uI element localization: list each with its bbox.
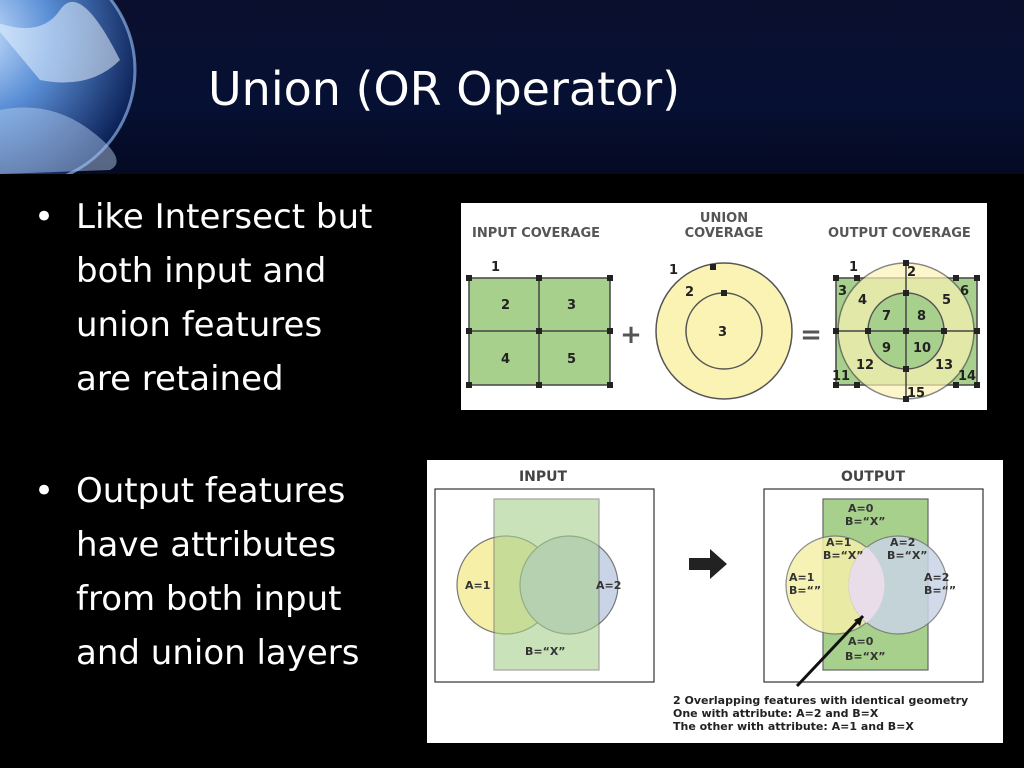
plus-sign: +	[620, 320, 642, 350]
output-label-13: 13	[935, 358, 953, 373]
input-label-5: 5	[567, 352, 576, 367]
bullet-line: Output features	[76, 471, 346, 511]
output-right-a-label: A=2	[924, 571, 949, 584]
output-coverage-overlay: 1 2 3 4 5 6 7 8 9 10 11 12 13 14 15	[832, 260, 980, 402]
bullet-dot-icon: •	[34, 197, 55, 237]
output-label-4: 4	[858, 293, 867, 308]
input-coverage-grid: 1 2 3 4 5	[466, 260, 613, 388]
union-coverage-circles: 1 2 3	[655, 262, 793, 400]
union-attribute-diagram: INPUT OUTPUT A=1 A=2 B=“X” A=0	[427, 460, 1003, 743]
output-label-11: 11	[832, 369, 850, 384]
pointer-arrowhead-icon	[854, 616, 863, 626]
output-mid-right-a-label: A=2	[890, 536, 915, 549]
output-left-a-label: A=1	[789, 571, 814, 584]
bullet-list: • Like Intersect but both input and unio…	[30, 190, 430, 722]
output-label-10: 10	[913, 341, 931, 356]
output-mid-left-a-label: A=1	[826, 536, 851, 549]
bullet-line: are retained	[76, 359, 284, 399]
output-label-7: 7	[882, 309, 891, 324]
union-label-line1: UNION	[700, 211, 748, 226]
bullet-line: union features	[76, 305, 323, 345]
note-line-1: 2 Overlapping features with identical ge…	[673, 694, 968, 707]
input-a1-label: A=1	[465, 579, 490, 592]
bullet-line: have attributes	[76, 525, 337, 565]
input-b-label: B=“X”	[525, 645, 566, 658]
input-label-2: 2	[501, 298, 510, 313]
pointer-arrow	[795, 614, 865, 688]
input-panel: A=1 A=2 B=“X”	[434, 488, 655, 683]
union-coverage-diagram: INPUT COVERAGE UNION COVERAGE OUTPUT COV…	[461, 203, 987, 410]
union-label-3: 3	[718, 325, 727, 340]
bullet-line: Like Intersect but	[76, 197, 373, 237]
output-label-1: 1	[849, 260, 858, 275]
output-mid-right-b-label: B=“X”	[887, 549, 928, 562]
arrow-right-icon	[689, 549, 727, 579]
output-top-b-label: B=“X”	[845, 515, 886, 528]
output-left-b-label: B=“”	[789, 584, 821, 597]
slide-title: Union (OR Operator)	[208, 62, 681, 116]
bullet-line: from both input	[76, 579, 342, 619]
output-bottom-b-label: B=“X”	[845, 650, 886, 663]
input-label-3: 3	[567, 298, 576, 313]
equals-sign: =	[800, 320, 822, 350]
output-label-9: 9	[882, 341, 891, 356]
output-label-8: 8	[917, 309, 926, 324]
output-label-2: 2	[907, 265, 916, 280]
globe-image	[0, 0, 200, 174]
bullet-dot-icon: •	[34, 471, 55, 511]
input-label-4: 4	[501, 352, 510, 367]
bullet-item: • Output features have attributes from b…	[30, 464, 430, 680]
output-label-15: 15	[907, 386, 925, 401]
union-label-line2: COVERAGE	[685, 226, 764, 241]
bottom-input-label: INPUT	[519, 469, 568, 485]
output-label-6: 6	[960, 284, 969, 299]
note-line-2: One with attribute: A=2 and B=X	[673, 707, 879, 720]
input-a2-label: A=2	[596, 579, 621, 592]
input-coverage-label: INPUT COVERAGE	[472, 226, 600, 241]
bullet-item: • Like Intersect but both input and unio…	[30, 190, 430, 406]
output-bottom-a-label: A=0	[848, 635, 874, 648]
output-coverage-label: OUTPUT COVERAGE	[828, 226, 971, 241]
note-line-3: The other with attribute: A=1 and B=X	[673, 720, 914, 733]
output-label-14: 14	[958, 369, 976, 384]
slide-header: Union (OR Operator)	[0, 0, 1024, 174]
output-panel: A=0 B=“X” A=1 B=“” A=1 B=“X” A=2 B=“X” A…	[763, 488, 984, 688]
union-label-1: 1	[669, 263, 678, 278]
output-label-5: 5	[942, 293, 951, 308]
bottom-output-label: OUTPUT	[841, 469, 905, 485]
bullet-line: both input and	[76, 251, 327, 291]
output-label-12: 12	[856, 358, 874, 373]
output-top-a-label: A=0	[848, 502, 874, 515]
output-mid-left-b-label: B=“X”	[823, 549, 864, 562]
output-right-b-label: B=“”	[924, 584, 956, 597]
input-label-1: 1	[491, 260, 500, 275]
bullet-line: and union layers	[76, 633, 360, 673]
union-label-2: 2	[685, 285, 694, 300]
output-label-3: 3	[838, 284, 847, 299]
